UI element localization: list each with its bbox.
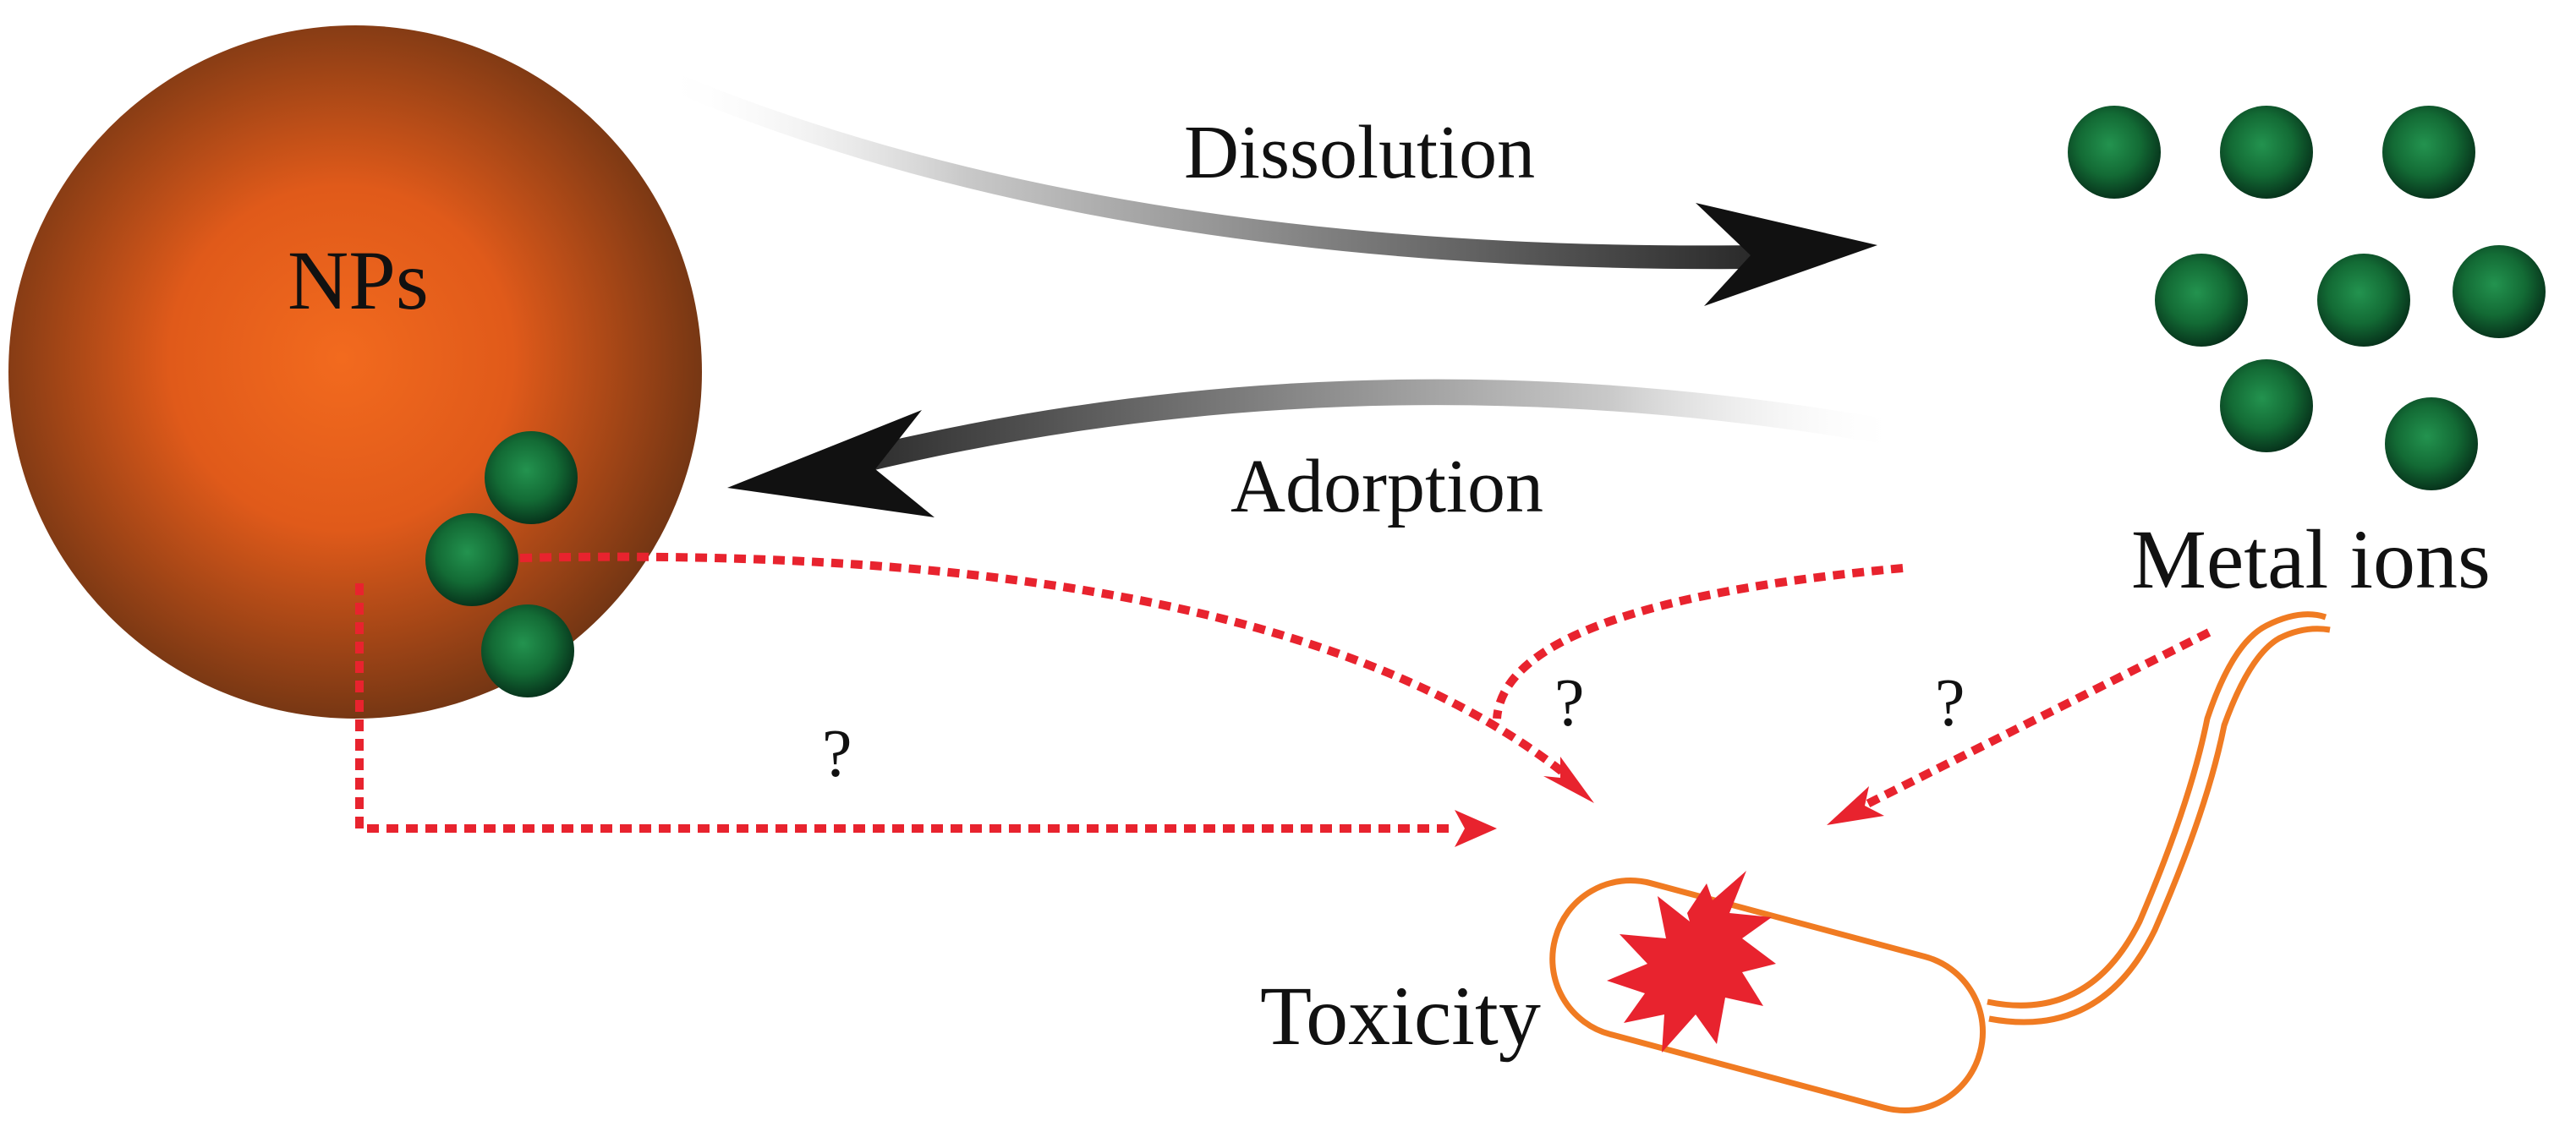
metal-ions-label: Metal ions	[2131, 512, 2491, 606]
adsorbed-ion-pathway	[519, 552, 1568, 777]
dissolution-arrowhead	[1696, 203, 1877, 306]
bacterium-flagellum-inner	[1988, 626, 2331, 1025]
adsorption-label: Adorption	[1230, 445, 1543, 528]
toxicity-pathways	[355, 552, 2212, 847]
starburst-icon	[1607, 871, 1776, 1053]
metal-ion	[2317, 254, 2410, 347]
metal-ion	[2220, 359, 2313, 452]
dissolution-arrow	[660, 66, 1877, 306]
nanoparticle-sphere	[8, 25, 702, 719]
adsorption-arrow	[727, 379, 1907, 517]
metal-ion-pathway-arrowhead	[1827, 786, 1884, 825]
nps-label: NPs	[288, 233, 429, 327]
metal-ion-pathway	[1858, 628, 2212, 812]
toxicity-label: Toxicity	[1260, 969, 1541, 1063]
bacterium	[1549, 611, 2331, 1113]
adsorbed-ion	[485, 431, 578, 524]
np-direct-pathway	[355, 583, 1455, 833]
metal-ion	[2385, 397, 2478, 490]
adsorbed-pathway-arrowhead	[1543, 757, 1594, 803]
np-pathway-arrowhead	[1455, 810, 1497, 847]
adsorption-arrowhead	[727, 410, 934, 517]
metal-ion	[2068, 106, 2161, 199]
metal-ion	[2155, 254, 2248, 347]
metal-ion-cluster	[2068, 106, 2546, 490]
metal-ion	[2382, 106, 2475, 199]
metal-ion	[2453, 245, 2546, 338]
question-mark-ions: ?	[1554, 666, 1585, 741]
bacterium-body	[1549, 878, 1987, 1113]
bacterium-flagellum	[1987, 611, 2327, 1009]
adsorbed-ion	[481, 604, 574, 697]
dissolution-label: Dissolution	[1184, 111, 1535, 194]
adsorbed-ion	[425, 513, 518, 606]
metal-ion	[2220, 106, 2313, 199]
question-mark-np-direct: ?	[822, 717, 852, 791]
question-mark-metal-ions: ?	[1935, 666, 1965, 741]
free-ion-curved-pathway	[1493, 564, 1904, 719]
